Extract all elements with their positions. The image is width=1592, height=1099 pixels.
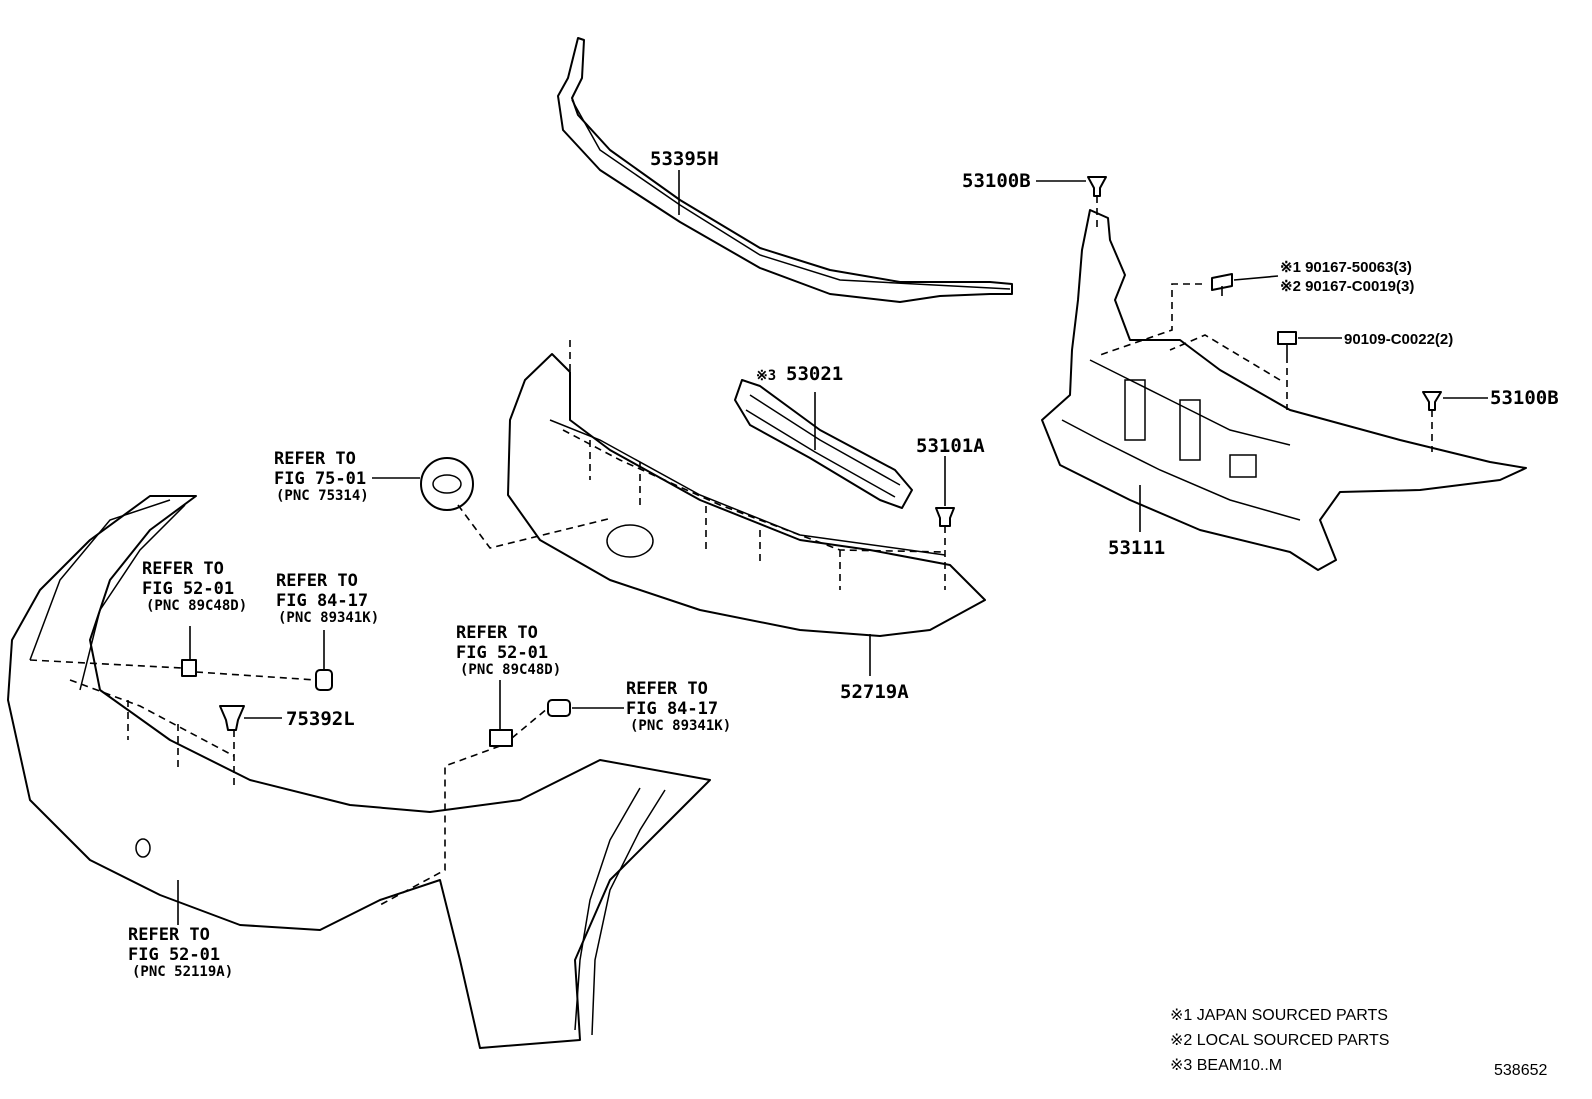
diagram-code: 538652 (1494, 1062, 1547, 1079)
ref-sensor-center: REFER TO FIG 84-17 (PNC 89341K) (626, 679, 731, 734)
ref-1-line2: FIG 75-01 (274, 469, 366, 489)
clip-75392l (219, 705, 245, 731)
label-53395h: 53395H (650, 148, 719, 170)
assembly-lines (29, 196, 1433, 906)
label-52719a: 52719A (840, 681, 909, 703)
ref-bracket-left: REFER TO FIG 52-01 (PNC 89C48D) (142, 559, 247, 614)
label-53111: 53111 (1108, 537, 1165, 559)
label-53100b-right: 53100B (1490, 387, 1559, 409)
ref-6-line1: REFER TO (128, 925, 210, 945)
emblem (420, 457, 474, 511)
ref-4-line2: FIG 52-01 (456, 643, 548, 663)
ref-4-line3: (PNC 89C48D) (460, 662, 561, 678)
sensor-bracket-left (181, 659, 197, 677)
ref-4-line1: REFER TO (456, 623, 538, 643)
note-local-sourced: ※2 LOCAL SOURCED PARTS (1170, 1032, 1389, 1049)
sensor-center (547, 699, 571, 717)
upper-molding-strip (557, 37, 1013, 303)
sensor-bracket-center (489, 729, 513, 747)
ref-3-line1: REFER TO (276, 571, 358, 591)
label-bolt-local: ※2 90167-C0019(3) (1280, 278, 1414, 295)
label-90109: 90109-C0022(2) (1344, 331, 1453, 348)
sensor-left (315, 669, 333, 691)
label-53021-mark: ※3 (756, 368, 776, 384)
clip-53101a (935, 507, 955, 527)
ref-5-line1: REFER TO (626, 679, 708, 699)
ref-bracket-center: REFER TO FIG 52-01 (PNC 89C48D) (456, 623, 561, 678)
ref-sensor-left: REFER TO FIG 84-17 (PNC 89341K) (276, 571, 379, 626)
center-beam (734, 379, 913, 509)
radiator-upper-cover (507, 353, 986, 637)
label-53101a: 53101A (916, 435, 985, 457)
bolt-90109 (1277, 331, 1297, 356)
leader-lines (177, 170, 1488, 925)
label-53021: 53021 (786, 363, 843, 385)
ref-6-line3: (PNC 52119A) (132, 964, 233, 980)
ref-5-line2: FIG 84-17 (626, 699, 718, 719)
clip-53100b-right (1422, 391, 1442, 411)
ref-2-line1: REFER TO (142, 559, 224, 579)
ref-1-line3: (PNC 75314) (276, 488, 369, 504)
radiator-support (1041, 209, 1527, 571)
label-53100b-top: 53100B (962, 170, 1031, 192)
bolt-90167 (1211, 273, 1233, 296)
clip-53100b-top (1087, 176, 1107, 197)
ref-5-line3: (PNC 89341K) (630, 718, 731, 734)
ref-emblem: REFER TO FIG 75-01 (PNC 75314) (274, 449, 369, 504)
ref-3-line2: FIG 84-17 (276, 591, 368, 611)
note-beam: ※3 BEAM10..M (1170, 1057, 1282, 1074)
ref-1-line1: REFER TO (274, 449, 356, 469)
ref-3-line3: (PNC 89341K) (278, 610, 379, 626)
ref-2-line3: (PNC 89C48D) (146, 598, 247, 614)
note-japan-sourced: ※1 JAPAN SOURCED PARTS (1170, 1007, 1388, 1024)
ref-2-line2: FIG 52-01 (142, 579, 234, 599)
front-bumper-cover (7, 495, 711, 1049)
label-75392l: 75392L (286, 708, 355, 730)
label-bolt-japan: ※1 90167-50063(3) (1280, 259, 1412, 276)
ref-6-line2: FIG 52-01 (128, 945, 220, 965)
ref-bumper-cover: REFER TO FIG 52-01 (PNC 52119A) (128, 925, 233, 980)
